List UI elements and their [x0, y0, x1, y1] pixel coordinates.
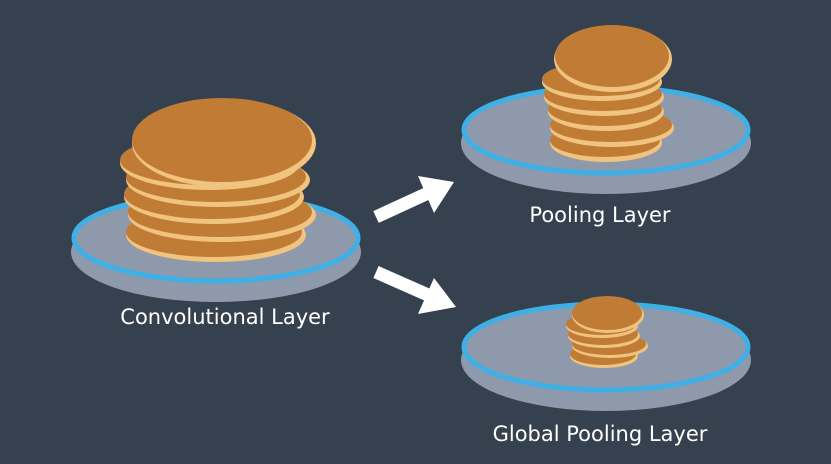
- global-pooling-layer-label: Global Pooling Layer: [492, 422, 708, 446]
- arrow-to-pooling: [373, 176, 454, 223]
- conv-pancake-stack: [120, 98, 316, 262]
- conv-layer-label: Convolutional Layer: [120, 305, 330, 329]
- arrow-to-global-pooling: [373, 266, 456, 314]
- global-pancake-stack: [566, 296, 648, 368]
- pooling-layer-label: Pooling Layer: [529, 203, 671, 227]
- pool-pancake-stack: [542, 25, 674, 162]
